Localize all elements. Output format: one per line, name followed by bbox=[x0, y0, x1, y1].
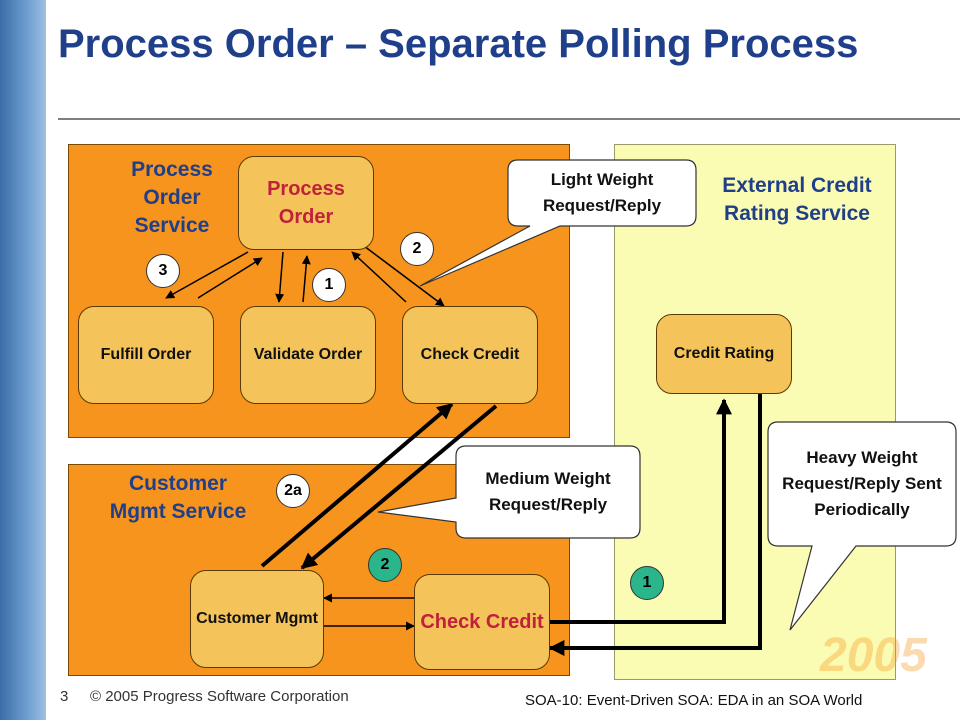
step-badge-2-green: 2 bbox=[368, 548, 402, 582]
page-number: 3 bbox=[60, 688, 69, 705]
year-watermark: 2005 bbox=[820, 629, 927, 682]
fulfill-order-node: Fulfill Order bbox=[78, 306, 214, 404]
process-order-service-title: Process Order Service bbox=[131, 158, 213, 237]
arrow-credit-rating-to-check bbox=[548, 392, 762, 656]
arrow-process-to-fulfill bbox=[165, 251, 249, 299]
callout-light-text: Light Weight Request/Reply bbox=[542, 170, 662, 215]
check-credit-process-node: Check Credit bbox=[402, 306, 538, 404]
arrow-check-to-process bbox=[351, 251, 407, 303]
copyright-text: © 2005 Progress Software Corporation bbox=[90, 688, 349, 705]
sidebar-band: www.progress bbox=[0, 0, 88, 720]
callout-medium-shape bbox=[377, 445, 641, 539]
step-badge-1-green: 1 bbox=[630, 566, 664, 600]
arrow-process-check-to-customer bbox=[300, 404, 498, 570]
arrow-check-to-credit-rating bbox=[548, 398, 732, 624]
arrow-process-to-validate bbox=[275, 251, 285, 303]
callout-heavy-shape bbox=[767, 421, 957, 631]
title-divider bbox=[58, 118, 960, 120]
step-badge-1: 1 bbox=[312, 268, 346, 302]
step-badge-3: 3 bbox=[146, 254, 180, 288]
callout-heavy-text: Heavy Weight Request/Reply Sent Periodic… bbox=[782, 448, 942, 519]
validate-order-node: Validate Order bbox=[240, 306, 376, 404]
step-badge-2: 2 bbox=[400, 232, 434, 266]
arrow-validate-to-process bbox=[301, 255, 311, 303]
slide-title: Process Order – Separate Polling Process bbox=[58, 22, 859, 66]
arrow-process-to-check bbox=[355, 239, 445, 307]
arrow-customer-to-process-check bbox=[260, 402, 454, 568]
check-credit-customer-node: Check Credit bbox=[414, 574, 550, 670]
external-credit-service-title: External Credit Rating Service bbox=[722, 174, 872, 225]
arrow-fulfill-to-process bbox=[197, 257, 263, 299]
credit-rating-node: Credit Rating bbox=[656, 314, 792, 394]
customer-mgmt-service-title: Customer Mgmt Service bbox=[109, 472, 247, 523]
session-title: SOA-10: Event-Driven SOA: EDA in an SOA … bbox=[525, 692, 863, 709]
process-order-node: Process Order bbox=[238, 156, 374, 250]
customer-mgmt-node: Customer Mgmt bbox=[190, 570, 324, 668]
callout-light-shape bbox=[419, 159, 697, 287]
step-badge-2a: 2a bbox=[276, 474, 310, 508]
callout-medium-text: Medium Weight Request/Reply bbox=[485, 469, 611, 514]
